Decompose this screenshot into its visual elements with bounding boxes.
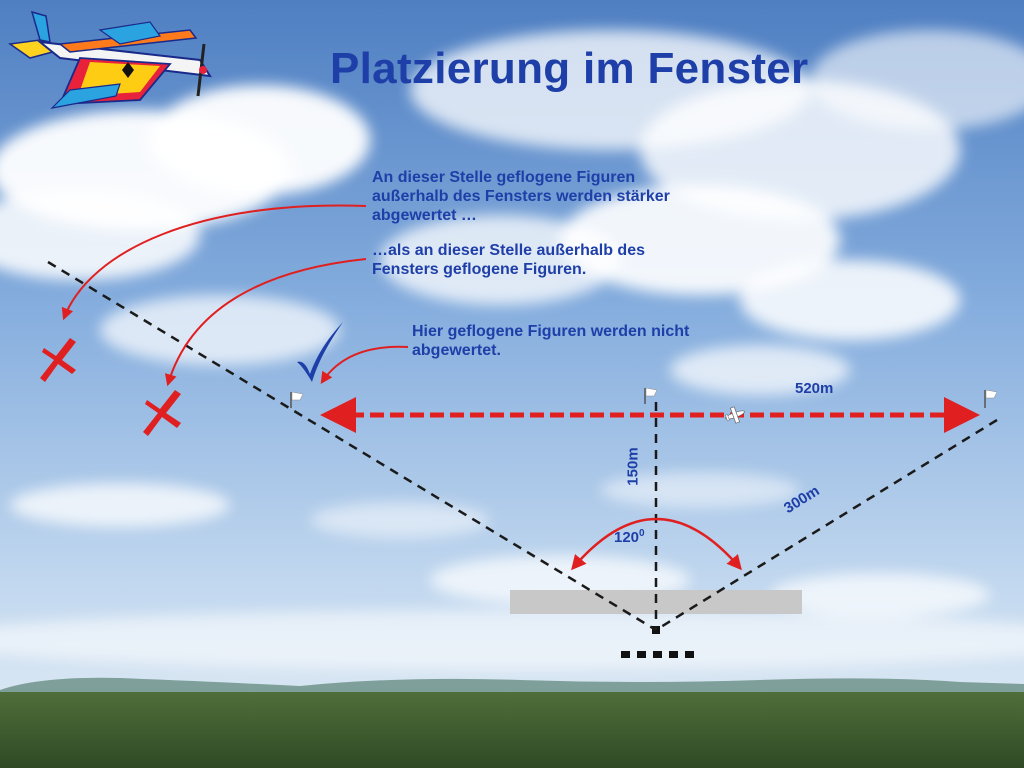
- note-outside-near: …als an dieser Stelle außerhalb des Fens…: [372, 242, 645, 278]
- note-arrow-near: [164, 258, 367, 387]
- angle-arc: [571, 517, 742, 571]
- note-arrow-inside: [320, 345, 409, 384]
- width-arrow: [320, 397, 980, 433]
- width-label: 520m: [795, 380, 834, 397]
- flag-left: [290, 391, 304, 408]
- flag-icon: [291, 391, 304, 401]
- cross-icon: [143, 390, 181, 436]
- flag-icon: [645, 387, 658, 397]
- left-window-line: [47, 260, 657, 632]
- angle-label: 1200: [614, 528, 645, 546]
- small-plane-icon: [725, 406, 745, 424]
- flag-icon: [985, 389, 998, 399]
- note-outside-far: An dieser Stelle geflogene Figuren außer…: [372, 169, 670, 224]
- note-inside: Hier geflogene Figuren werden nicht abge…: [412, 323, 690, 359]
- page-title: Platzierung im Fenster: [330, 44, 809, 93]
- note-arrows: [61, 204, 409, 387]
- distant-hills: [0, 677, 1024, 696]
- pilot-box-dots: [621, 651, 694, 658]
- check-icon: [297, 322, 343, 382]
- flag-center: [644, 387, 658, 404]
- angle-degree-mark: 0: [639, 528, 645, 539]
- flag-right: [984, 389, 998, 408]
- cross-icon: [40, 338, 76, 382]
- depth-label: 150m: [624, 447, 642, 486]
- ground: [0, 692, 1024, 768]
- note-arrow-far: [61, 204, 367, 321]
- airplane-icon: [7, 10, 212, 109]
- angle-value: 120: [614, 529, 640, 546]
- clouds: [0, 30, 1024, 670]
- right-window-line: [655, 418, 998, 632]
- window-lines: [47, 260, 998, 632]
